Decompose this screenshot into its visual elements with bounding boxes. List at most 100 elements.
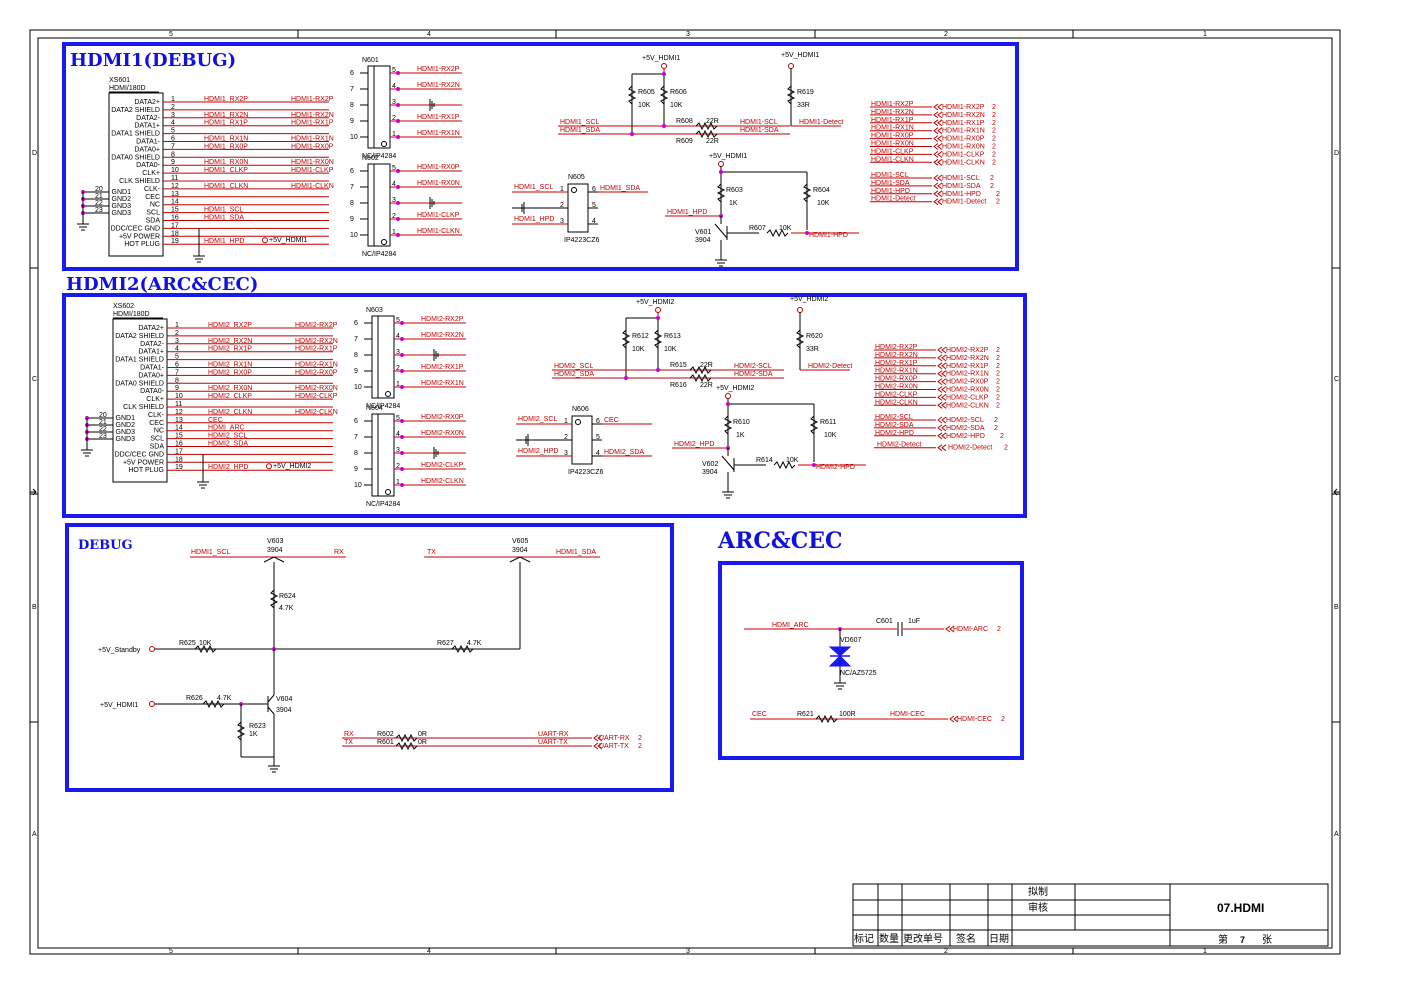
hdmi-hdmi2-port-label: HDMI2-RX1P (946, 363, 989, 370)
hdmi-hdmi2-pin-num: 10 (175, 393, 183, 400)
tvs-pin-num-l: 10 (350, 232, 358, 239)
hdmi-hdmi2-pull-v3: 22R (700, 362, 713, 369)
hdmi-hdmi2-gnd-pin: GND1 (116, 415, 136, 422)
hdmi-hdmi1-net-right: HDMI1-RX2N (291, 112, 334, 119)
hdmi-hdmi1-net-right: HDMI1-RX2P (291, 96, 334, 103)
hdmi-hdmi2-pin-num: 7 (175, 369, 179, 376)
hdmi-hdmi1-conn-part: HDMI/180D (109, 85, 146, 92)
port-arrow (933, 198, 943, 206)
junction-dot (656, 316, 660, 320)
junction-dot (400, 451, 404, 455)
hdmi-hdmi1-port-net: HDMI1-RX1N (871, 125, 914, 132)
junction-dot (812, 463, 816, 467)
pwr-circle (661, 63, 667, 69)
hdmi-hdmi1-pwr-label: +5V_HDMI1 (269, 237, 307, 244)
col-label-top: 3 (686, 31, 690, 38)
hdmi-hdmi2-pull-v4: 22R (700, 382, 713, 389)
vd607-ref: VD607 (840, 637, 862, 644)
hdmi-hdmi2-tvs1-part: NC/IP4284 (366, 403, 400, 410)
hdmi-hdmi2-port-net: HDMI2-RX2N (875, 352, 918, 359)
hdmi-hdmi1-net-left: HDMI1_RX1N (204, 136, 248, 143)
uart-rx-net: UART-RX (538, 731, 569, 738)
hdmi-hdmi1-connector-body (108, 92, 164, 257)
hdmi-hdmi2-esd-body (571, 415, 593, 465)
tvs-pin-num-l: 9 (354, 466, 358, 473)
col-label-top: 4 (427, 31, 431, 38)
hdmi-hdmi1-pin-name: CLK+ (142, 170, 160, 177)
port-arrow (937, 378, 947, 385)
hdmi-hdmi2-pin-name: DATA2- (140, 341, 165, 348)
hdmi-hdmi2-esd-l1: HDMI2_SCL (518, 416, 557, 423)
hdmi-hdmi1-pull-r2: R606 (670, 89, 687, 96)
tvs-pin-num-r: 3 (396, 349, 400, 356)
tvs-pin-num-l: 7 (354, 434, 358, 441)
resistor (802, 183, 812, 203)
hdmi-hdmi2-det-r: R620 (806, 333, 823, 340)
port-arrow (937, 401, 947, 409)
resistor (766, 228, 789, 238)
uart-tx-sheet: 2 (638, 743, 642, 750)
tvs-pin-num-r: 4 (396, 333, 400, 340)
debug-rx2: RX (344, 731, 354, 738)
v604-part: 3904 (276, 707, 292, 714)
tb-sheet-post: 张 (1262, 934, 1272, 946)
hdmi-hdmi2-port-label: HDMI2-RX0P (946, 379, 989, 386)
hdmi-hdmi1-pin-name: DATA2- (136, 115, 161, 122)
junction-dot (400, 435, 404, 439)
hdmi-hdmi1-pin-num: 11 (171, 175, 178, 182)
r626-val: 4.7K (217, 695, 232, 702)
resistor (621, 329, 631, 349)
row-label-left: A (32, 831, 37, 838)
hdmi-hdmi2-pull-scl: HDMI2_SCL (554, 363, 593, 370)
hdmi-hdmi2-port-sheet: 2 (996, 363, 1000, 370)
hdmi-hdmi1-port-net: HDMI1-CLKP (871, 148, 914, 155)
hdmi-hdmi2-pull-r4: R616 (670, 382, 687, 389)
hdmi-hdmi2-net-left: HDMI2_RX1P (208, 346, 252, 353)
row-label-right: C (1334, 376, 1339, 383)
hdmi-hdmi2-pin-name: DATA1+ (138, 349, 164, 356)
tvs-pin-num-r: 5 (396, 415, 400, 422)
port-arrow (933, 151, 943, 158)
hdmi-hdmi2-tvs2-body (371, 413, 395, 497)
hdmi-hdmi1-pin-name: DDC/CEC GND (111, 225, 160, 232)
junction-dot (662, 72, 666, 76)
hdmi-hdmi1-pull-v4: 22R (706, 138, 719, 145)
junction-dot (396, 71, 400, 75)
hdmi-hdmi2-pin-num: 16 (175, 441, 183, 448)
port-arrow (933, 127, 943, 135)
hdmi-hdmi2-port-sheet: 2 (996, 371, 1000, 378)
hdmi-hdmi1-pull-v3: 22R (706, 118, 719, 125)
hdmi-hdmi1-port2-label: HDMI1-SCL (942, 175, 980, 182)
vd607-part: NC/AZ5725 (840, 670, 877, 677)
hdmi-hdmi2-tvs1-body (371, 315, 395, 399)
r602-val: 0R (418, 731, 427, 738)
hdmi-hdmi1-pin-num: 1 (171, 96, 175, 103)
hdmi-hdmi1-port2-net: HDMI1-HPD (871, 188, 910, 195)
hdmi-hdmi1-tvs1-body (367, 65, 391, 149)
arc-title: ARC&CEC (717, 528, 843, 554)
hdmi-hdmi1-port2-label: HDMI1-HPD (942, 191, 981, 198)
hdmi-hdmi2-pin-name: DATA0+ (138, 372, 164, 379)
arc-net: HDMI_ARC (772, 622, 809, 629)
port-arrow (937, 386, 947, 393)
hdmi-hdmi2-gnd-pin: GND3 (116, 436, 136, 443)
hdmi-hdmi1-net-right: HDMI1-RX1N (291, 136, 334, 143)
port-arrow (933, 143, 943, 150)
hdmi-hdmi1-hpd-in: HDMI1_HPD (667, 209, 707, 216)
port-arrow (933, 158, 943, 166)
hdmi-hdmi1-pin-num: 3 (171, 112, 175, 119)
hdmi-hdmi1-pin-num: 7 (171, 143, 175, 150)
esd-pin-num: 1 (564, 418, 568, 425)
tb-h4: 签名 (956, 932, 976, 945)
r626-ref: R626 (186, 695, 203, 702)
hdmi-hdmi2-port-net: HDMI2-CLKN (875, 399, 918, 406)
hdmi-hdmi2-port-label: HDMI2-RX2P (946, 347, 989, 354)
hdmi-hdmi1-port-sheet: 2 (992, 104, 996, 111)
tb-sheet-no: 7 (1240, 935, 1245, 945)
hdmi-hdmi2-hpd-out: HDMI2-HPD (816, 464, 855, 471)
resistor (773, 460, 796, 470)
v605-part: 3904 (512, 547, 528, 554)
hdmi-hdmi1-pin-num: 16 (171, 215, 179, 222)
hdmi-hdmi2-pull-r1: R612 (632, 333, 649, 340)
debug-circuit: HDMI1_SCL RX V603 3904 R624 4.7K TX HDMI… (98, 538, 642, 773)
